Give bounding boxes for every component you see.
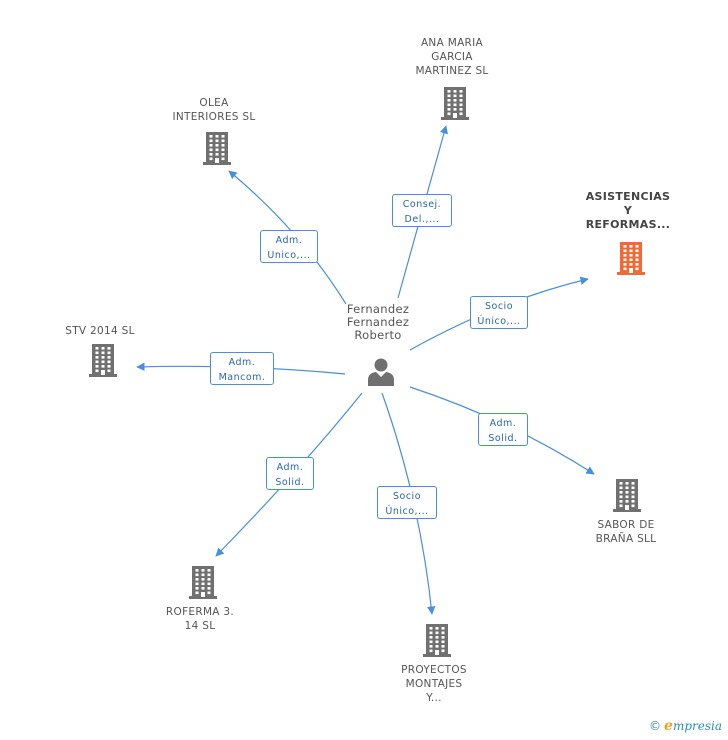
relation-label-ana-maria[interactable]: Consej. Del.,... bbox=[392, 194, 452, 227]
relation-label-line: Mancom. bbox=[218, 372, 266, 383]
company-name-line: 14 SL bbox=[184, 620, 216, 632]
company-name-line: PROYECTOS bbox=[401, 664, 467, 676]
company-name-line: REFORMAS... bbox=[585, 218, 671, 231]
relation-label-line: Adm. bbox=[275, 235, 303, 246]
brand-footer: ©empresia bbox=[649, 718, 722, 734]
relation-label-roferma[interactable]: Adm. Solid. bbox=[266, 457, 314, 490]
company-name-line: INTERIORES SL bbox=[172, 111, 256, 123]
building-icon[interactable] bbox=[200, 131, 234, 165]
relation-label-line: Solid. bbox=[488, 433, 518, 444]
building-icon[interactable] bbox=[186, 565, 220, 599]
company-name-line: Y... bbox=[426, 692, 442, 704]
company-name-ana-maria[interactable]: ANA MARIA GARCIA MARTINEZ SL bbox=[392, 36, 512, 78]
company-name-olea[interactable]: OLEA INTERIORES SL bbox=[154, 96, 274, 124]
person-name-line: Fernandez bbox=[346, 315, 410, 329]
brand-initial: e bbox=[664, 718, 673, 734]
relation-label-line: Socio bbox=[392, 491, 422, 502]
relation-label-line: Del.,... bbox=[404, 214, 440, 225]
company-name-proyectos[interactable]: PROYECTOS MONTAJES Y... bbox=[374, 663, 494, 705]
relation-label-line: Adm. bbox=[276, 462, 304, 473]
person-name-line: Roberto bbox=[354, 328, 402, 342]
building-icon[interactable] bbox=[86, 343, 120, 377]
company-name-line: GARCIA bbox=[431, 51, 473, 63]
company-name-stv[interactable]: STV 2014 SL bbox=[40, 324, 160, 338]
building-icon[interactable] bbox=[614, 241, 648, 275]
copyright-symbol: © bbox=[649, 719, 662, 733]
person-name-line: Fernandez bbox=[346, 302, 410, 316]
relation-label-line: Socio bbox=[484, 301, 514, 312]
company-name-line: ASISTENCIAS bbox=[585, 190, 671, 203]
relation-label-line: Consej. bbox=[402, 199, 442, 210]
relation-label-sabor[interactable]: Adm. Solid. bbox=[478, 413, 528, 446]
building-icon[interactable] bbox=[438, 86, 472, 120]
relation-label-line: Único,... bbox=[477, 316, 521, 327]
relation-label-line: Unico,... bbox=[267, 250, 311, 261]
company-name-line: ANA MARIA bbox=[420, 37, 484, 49]
building-icon[interactable] bbox=[610, 478, 644, 512]
company-name-line: Y bbox=[623, 204, 633, 217]
company-name-line: OLEA bbox=[199, 97, 229, 109]
company-name-line: MARTINEZ SL bbox=[415, 65, 489, 77]
relation-label-line: Único,... bbox=[385, 506, 429, 517]
building-icon[interactable] bbox=[420, 623, 454, 657]
relation-label-olea[interactable]: Adm. Unico,... bbox=[260, 230, 318, 263]
company-name-line: ROFERMA 3. bbox=[165, 606, 235, 618]
person-icon[interactable] bbox=[366, 356, 396, 386]
company-name-line: SABOR DE bbox=[597, 519, 655, 531]
relation-label-line: Adm. bbox=[228, 357, 256, 368]
company-name-sabor[interactable]: SABOR DE BRAÑA SLL bbox=[566, 518, 686, 546]
relation-label-stv[interactable]: Adm. Mancom. bbox=[210, 352, 274, 385]
company-name-line: MONTAJES bbox=[405, 678, 463, 690]
relation-label-line: Adm. bbox=[489, 418, 517, 429]
company-name-line: STV 2014 SL bbox=[65, 325, 135, 337]
company-name-line: BRAÑA SLL bbox=[595, 533, 657, 545]
relation-label-line: Solid. bbox=[275, 477, 305, 488]
brand-name: mpresia bbox=[672, 719, 722, 733]
company-name-roferma[interactable]: ROFERMA 3. 14 SL bbox=[140, 605, 260, 633]
